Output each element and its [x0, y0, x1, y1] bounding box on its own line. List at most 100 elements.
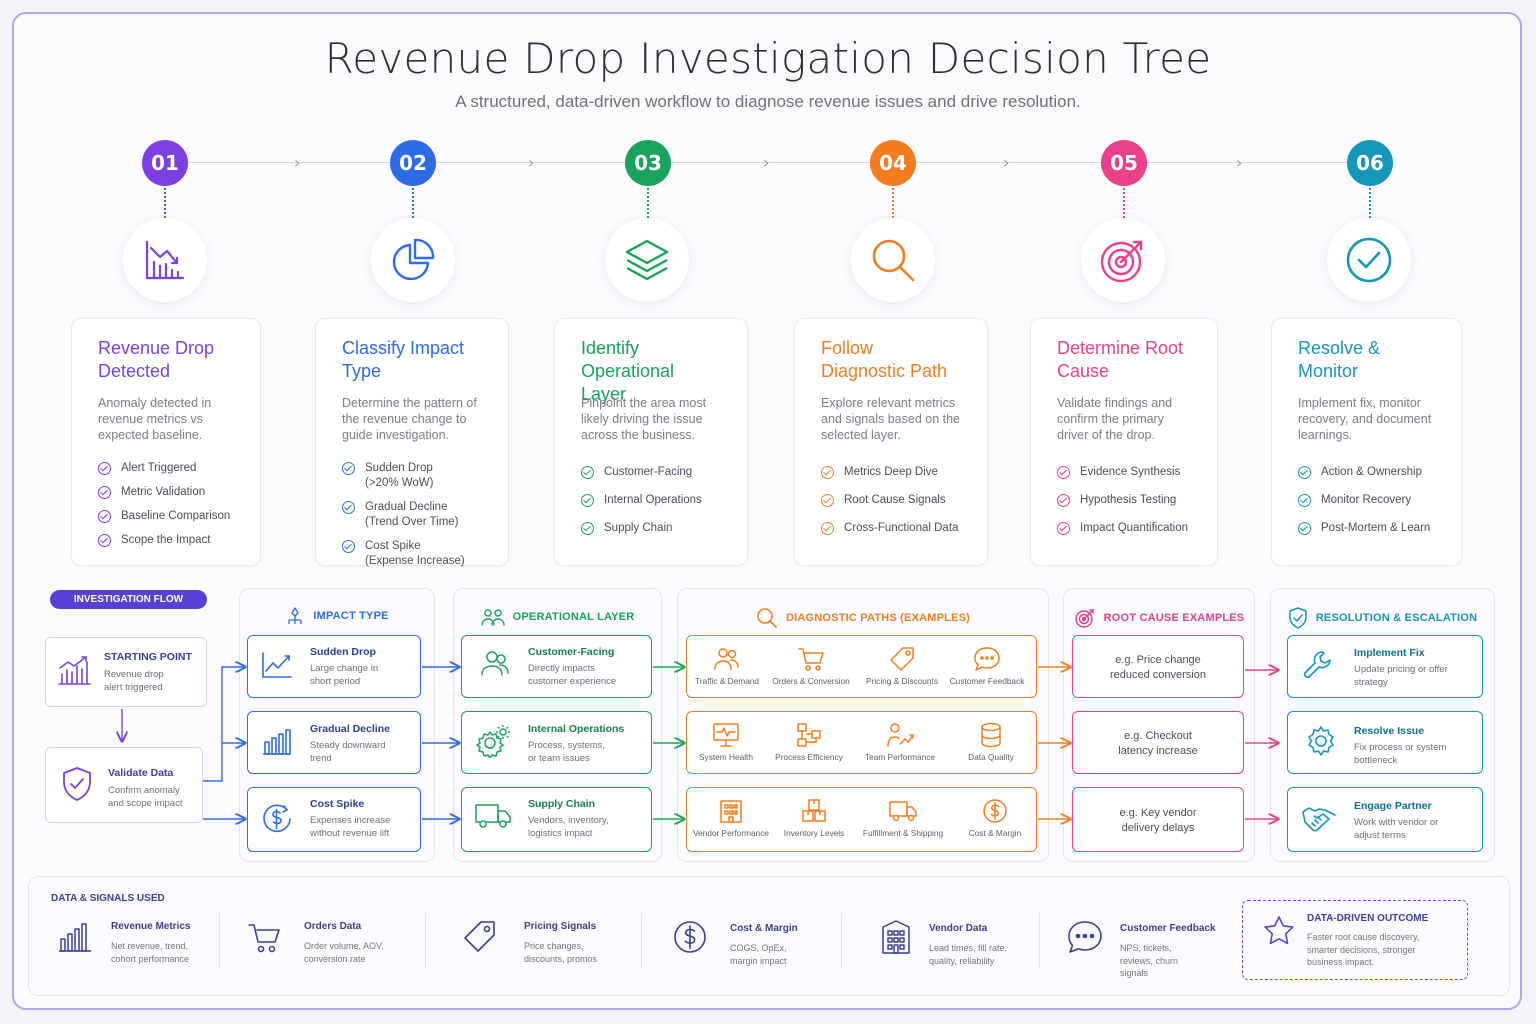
step-card-2: Classify Impact Type Determine the patte… — [315, 318, 509, 569]
check-icon — [342, 462, 355, 475]
step-number: 04 — [870, 140, 916, 186]
chevron-right-icon: › — [1003, 153, 1010, 172]
step-title: Resolve & Monitor — [1298, 338, 1381, 381]
impact-box-sudden-drop: Sudden Drop Large change in short period — [247, 635, 421, 698]
check-circle-icon — [1327, 218, 1411, 302]
layer-box-supply-chain: Supply Chain Vendors, inventory, logisti… — [461, 787, 652, 852]
check-icon — [1298, 466, 1311, 479]
people-icon — [714, 648, 739, 670]
impact-box-gradual-decline: Gradual Decline Steady downward trend — [247, 711, 421, 774]
panel-title: RESOLUTION & ESCALATION — [1315, 612, 1478, 624]
impact-title: Gradual Decline — [310, 723, 390, 735]
diag-item: Process Efficiency — [767, 722, 851, 762]
dollar-circle-icon — [674, 921, 706, 953]
investigation-flow-badge: INVESTIGATION FLOW — [50, 590, 207, 609]
check-icon — [98, 462, 111, 475]
step-desc: Pinpoint the area most likely driving th… — [581, 396, 707, 442]
list-item: Action & Ownership — [1298, 465, 1435, 480]
check-icon — [98, 486, 111, 499]
root-cause-text: e.g. Checkout latency increase — [1118, 730, 1198, 757]
root-cause-text: e.g. Price change reduced conversion — [1109, 654, 1206, 681]
check-icon — [1057, 466, 1070, 479]
step-desc: Implement fix, monitor recovery, and doc… — [1298, 396, 1432, 442]
step-desc: Validate findings and confirm the primar… — [1057, 396, 1173, 442]
starting-point-desc: Revenue drop alert triggered — [104, 669, 164, 693]
check-icon — [1057, 494, 1070, 507]
boxes-icon — [802, 799, 826, 822]
monitor-pulse-icon — [713, 723, 739, 747]
diag-item: Cost & Margin — [953, 798, 1037, 838]
gears-icon — [476, 725, 510, 758]
building-icon — [882, 920, 910, 954]
check-icon — [821, 522, 834, 535]
step-number: 06 — [1347, 140, 1393, 186]
step-card-3: Identify Operational Layer Pinpoint the … — [554, 318, 748, 566]
layer-box-customer-facing: Customer-Facing Directly impacts custome… — [461, 635, 652, 698]
check-icon — [581, 522, 594, 535]
step-desc: Explore relevant metrics and signals bas… — [821, 396, 960, 442]
resolution-title: Engage Partner — [1354, 800, 1432, 812]
list-item: Gradual Decline (Trend Over Time) — [342, 500, 482, 530]
chevron-right-icon: › — [1236, 153, 1243, 172]
root-cause-text: e.g. Key vendor delivery delays — [1119, 807, 1197, 834]
list-item: Hypothesis Testing — [1057, 493, 1191, 508]
step-card-1: Revenue Drop Detected Anomaly detected i… — [71, 318, 261, 566]
check-icon — [98, 534, 111, 547]
step-checklist: Alert Triggered Metric Validation Baseli… — [98, 461, 234, 548]
step-checklist: Metrics Deep Dive Root Cause Signals Cro… — [821, 465, 961, 536]
team-icon — [480, 609, 505, 626]
wrench-icon — [1303, 651, 1331, 679]
handshake-icon — [1302, 807, 1336, 832]
impact-desc: Steady downward trend — [310, 740, 386, 764]
resolution-desc: Work with vendor or adjust terms — [1354, 817, 1439, 841]
impact-title: Cost Spike — [310, 798, 365, 810]
resolution-box: Engage Partner Work with vendor or adjus… — [1287, 787, 1483, 852]
layer-title: Customer-Facing — [528, 646, 615, 658]
database-icon — [981, 722, 1001, 748]
resolution-title: Implement Fix — [1354, 647, 1425, 659]
step-card-6: Resolve & Monitor Implement fix, monitor… — [1271, 318, 1462, 566]
check-icon — [821, 494, 834, 507]
list-item: Customer-Facing — [581, 465, 721, 480]
panel-title: OPERATIONAL LAYER — [512, 611, 635, 623]
root-cause-box: e.g. Price change reduced conversion — [1072, 635, 1244, 698]
magnifier-icon — [851, 218, 935, 302]
check-icon — [98, 510, 111, 523]
gear-icon — [1308, 726, 1334, 756]
dotted-connector — [647, 188, 649, 218]
shield-check-icon — [1289, 607, 1307, 629]
list-item: Monitor Recovery — [1298, 493, 1435, 508]
step-connector-line — [188, 162, 1348, 163]
step-title: Follow Diagnostic Path — [821, 338, 948, 381]
magnifier-icon — [757, 608, 777, 628]
star-icon — [1264, 916, 1294, 945]
bar-chart-icon — [263, 729, 291, 755]
diag-item: Fulfillment & Shipping — [861, 798, 945, 838]
list-item: Impact Quantification — [1057, 521, 1191, 536]
dotted-connector — [412, 188, 414, 218]
step-number: 02 — [390, 140, 436, 186]
building-icon — [720, 800, 742, 823]
check-icon — [1057, 522, 1070, 535]
diag-item: Traffic & Demand — [685, 646, 769, 686]
list-item: Metrics Deep Dive — [821, 465, 961, 480]
step-title: Revenue Drop Detected — [98, 338, 215, 381]
diagnostic-row: System Health Process Efficiency Team Pe… — [686, 711, 1037, 774]
step-checklist: Sudden Drop (>20% WoW) Gradual Decline (… — [342, 461, 482, 569]
step-checklist: Customer-Facing Internal Operations Supp… — [581, 465, 721, 536]
diag-item: Team Performance — [858, 722, 942, 762]
check-icon — [821, 466, 834, 479]
chat-bubble-icon — [1068, 921, 1102, 953]
starting-point-title: STARTING POINT — [104, 651, 192, 663]
resolution-box: Implement Fix Update pricing or offer st… — [1287, 635, 1483, 698]
list-item: Supply Chain — [581, 521, 721, 536]
validate-data-box: Validate Data Confirm anomaly and scope … — [45, 747, 203, 823]
diag-item: System Health — [684, 722, 768, 762]
chevron-right-icon: › — [294, 153, 301, 172]
delivery-truck-icon — [889, 801, 917, 822]
root-cause-box: e.g. Checkout latency increase — [1072, 711, 1244, 774]
dollar-cycle-icon — [263, 804, 291, 833]
starting-point-box: STARTING POINT Revenue drop alert trigge… — [45, 637, 207, 707]
tag-icon — [890, 647, 914, 671]
layer-desc: Directly impacts customer experience — [528, 663, 617, 687]
